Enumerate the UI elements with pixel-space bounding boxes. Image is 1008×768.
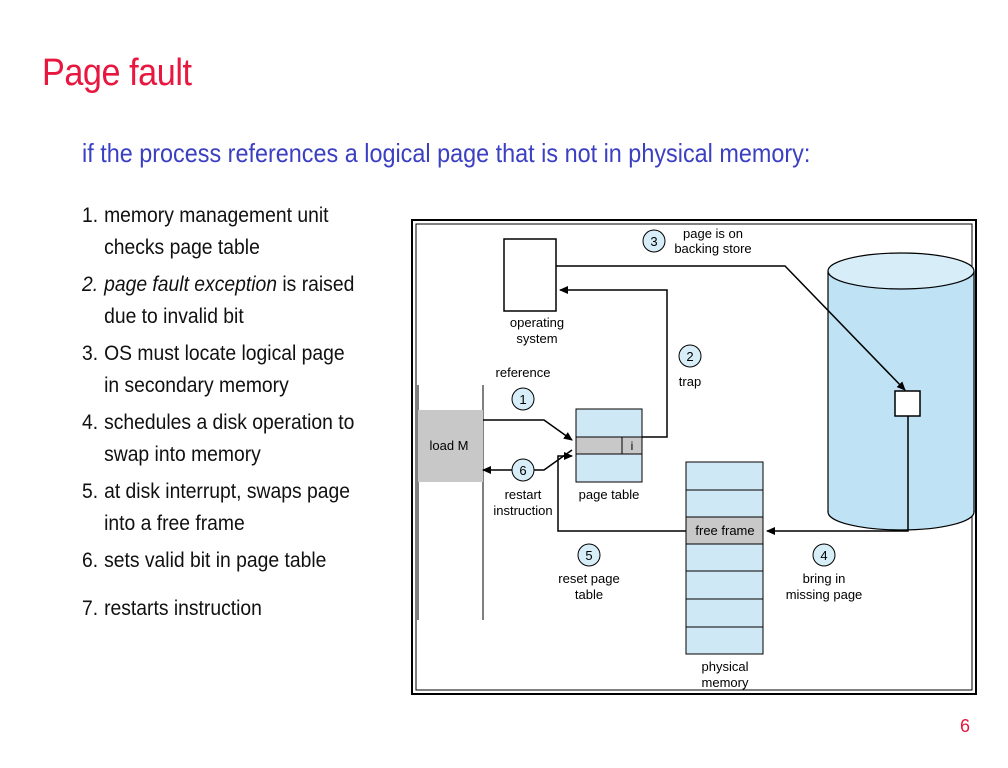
step-text-cont: in secondary memory <box>104 374 289 397</box>
svg-text:3: 3 <box>650 234 657 249</box>
physical-memory <box>685 461 764 655</box>
page-on-disk <box>894 390 921 417</box>
reset-table-label-2: table <box>575 587 603 602</box>
step-item: 7. restarts instruction <box>82 593 386 625</box>
step-text: OS must locate logical page <box>104 342 345 365</box>
slide-title: Page fault <box>42 52 192 94</box>
arrow-bring-in <box>766 416 909 535</box>
step-number: 4. <box>82 411 99 434</box>
reset-table-label: reset page <box>558 571 619 586</box>
os-label-2: system <box>516 331 557 346</box>
page-fault-diagram: operating system load M i page table fre… <box>411 219 977 695</box>
svg-text:5: 5 <box>585 548 592 563</box>
step-circle-2: 2 <box>678 344 702 368</box>
page-table-label: page table <box>579 487 640 502</box>
steps-list: 1. memory management unit checks page ta… <box>82 200 412 625</box>
step-circle-4: 4 <box>812 543 836 567</box>
load-m-box <box>418 410 483 482</box>
step-circle-1: 1 <box>511 387 535 411</box>
step-number: 1. <box>82 204 99 227</box>
os-label: operating <box>510 315 564 330</box>
load-m-label: load M <box>429 438 468 453</box>
invalid-bit: i <box>631 439 634 453</box>
svg-text:6: 6 <box>519 463 526 478</box>
step-text: restarts instruction <box>104 597 262 620</box>
os-box <box>503 238 557 312</box>
bring-in-label: bring in <box>803 571 846 586</box>
step-text: schedules a disk operation to <box>104 411 355 434</box>
backing-store-label: page is on <box>683 226 743 241</box>
free-frame-label: free frame <box>695 523 754 538</box>
step-circle-3: 3 <box>642 229 666 253</box>
step-number: 7. <box>82 597 99 620</box>
reference-label: reference <box>496 365 551 380</box>
step-text: sets valid bit in page table <box>104 549 327 572</box>
restart-label-2: instruction <box>493 503 552 518</box>
slide-subtitle: if the process references a logical page… <box>82 138 811 168</box>
step-circle-6: 6 <box>511 458 535 482</box>
page-table: i <box>575 408 643 483</box>
step-text-cont: into a free frame <box>104 512 245 535</box>
phys-mem-label: physical <box>702 659 749 674</box>
bring-in-label-2: missing page <box>786 587 863 602</box>
svg-text:4: 4 <box>820 548 827 563</box>
step-number: 5. <box>82 480 99 503</box>
arrow-reference <box>483 419 573 441</box>
step-text-cont: swap into memory <box>104 443 261 466</box>
step-text: memory management unit <box>104 204 329 227</box>
step-number: 6. <box>82 549 99 572</box>
step-number: 3. <box>82 342 99 365</box>
step-item: 2. page fault exception is raised due to… <box>82 269 386 333</box>
step-text: at disk interrupt, swaps page <box>104 480 351 503</box>
step-text-cont: due to invalid bit <box>104 305 244 328</box>
step-number: 2. <box>82 273 99 296</box>
step-item: 1. memory management unit checks page ta… <box>82 200 386 264</box>
page-number: 6 <box>960 716 971 736</box>
phys-mem-label-2: memory <box>702 675 749 690</box>
svg-text:1: 1 <box>519 392 526 407</box>
restart-label: restart <box>505 487 542 502</box>
step-item: 6. sets valid bit in page table <box>82 545 386 577</box>
step-item: 5. at disk interrupt, swaps page into a … <box>82 476 386 540</box>
backing-store-label-2: backing store <box>674 241 751 256</box>
step-text-cont: checks page table <box>104 236 260 259</box>
trap-label: trap <box>679 374 701 389</box>
step-item: 4. schedules a disk operation to swap in… <box>82 407 386 471</box>
step-circle-5: 5 <box>577 543 601 567</box>
step-item: 3. OS must locate logical page in second… <box>82 338 386 402</box>
free-frame <box>685 516 764 545</box>
svg-text:2: 2 <box>686 349 693 364</box>
arrow-reset <box>557 452 686 532</box>
step-text: page fault exception is raised <box>104 273 355 296</box>
arrow-trap <box>559 286 668 438</box>
arrow-locate <box>556 265 906 391</box>
